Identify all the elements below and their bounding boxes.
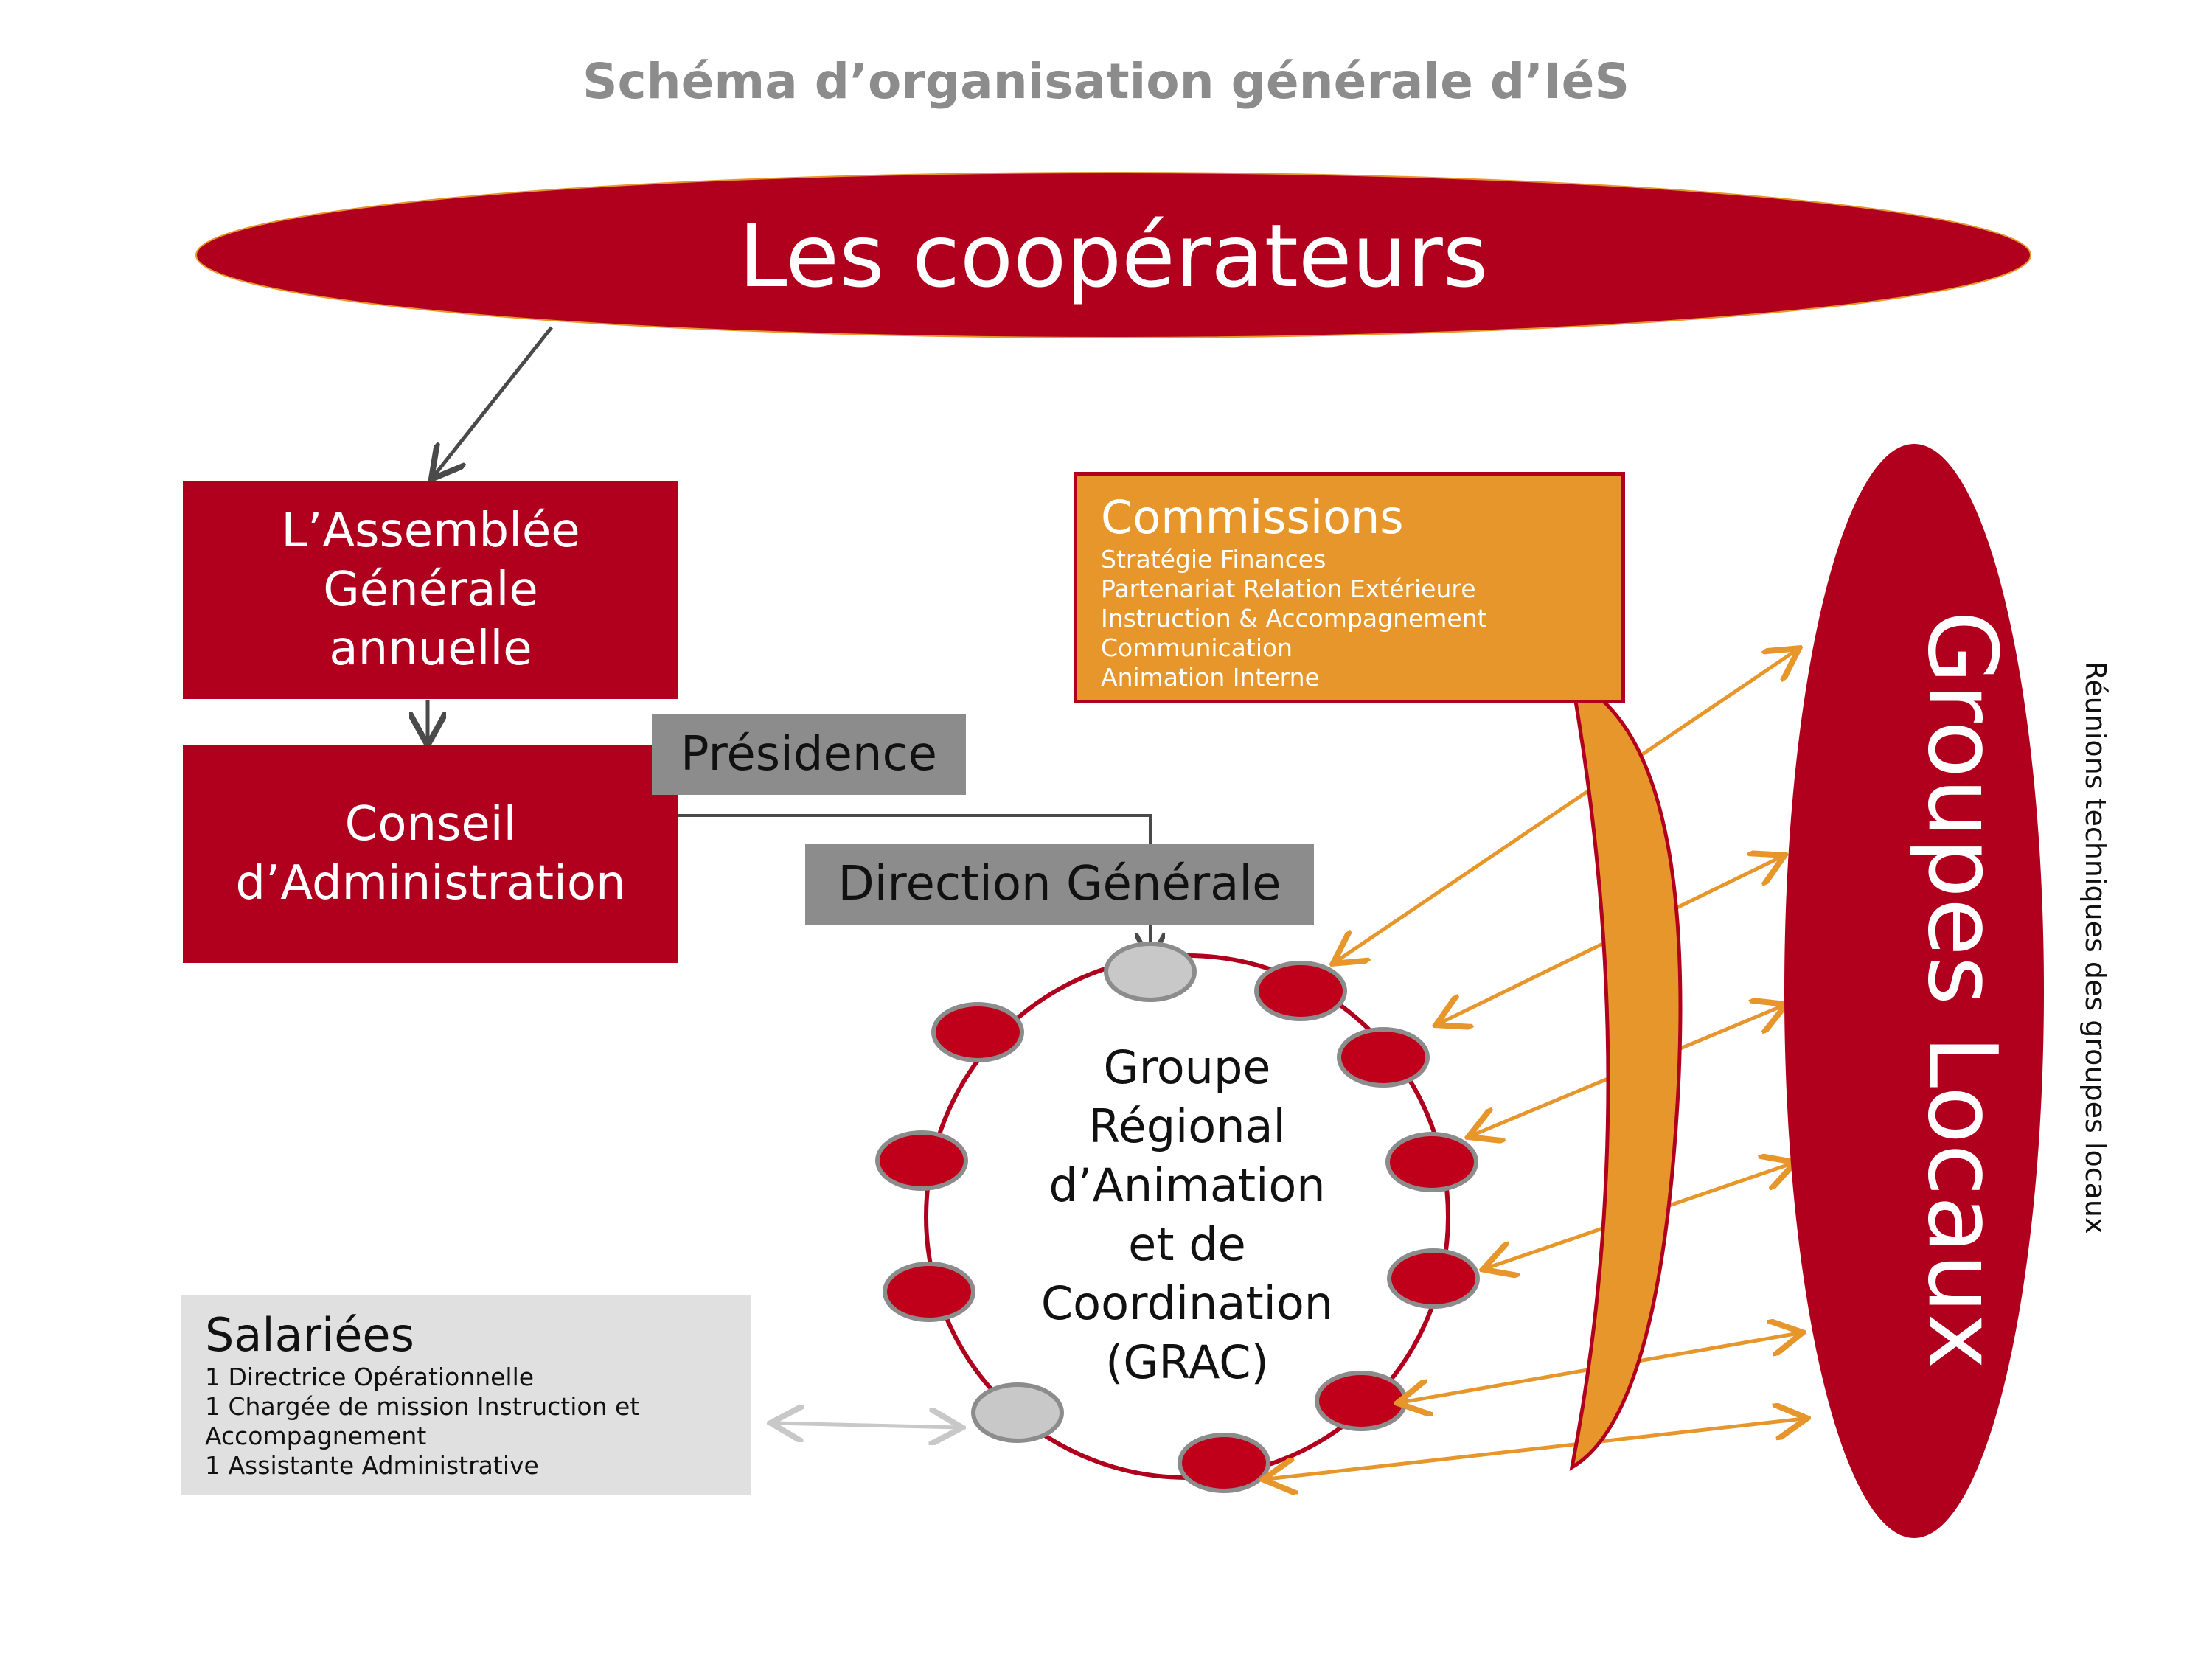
grac-node-red xyxy=(883,1262,975,1322)
cooperateurs-ellipse xyxy=(195,172,2031,338)
commission-item: Instruction & Accompagnement xyxy=(1101,604,1487,633)
salariees-box: Salariées 1 Directrice Opérationnelle 1 … xyxy=(181,1295,751,1495)
page-title: Schéma d’organisation générale d’IéS xyxy=(582,53,1630,110)
salariee-item: Accompagnement xyxy=(205,1422,427,1450)
grac-node-red xyxy=(875,1130,968,1191)
salariee-item: 1 Directrice Opérationnelle xyxy=(205,1363,535,1391)
grac-node-red xyxy=(931,1002,1024,1062)
grac-line-1: Groupe xyxy=(1103,1040,1271,1094)
commission-item: Partenariat Relation Extérieure xyxy=(1101,574,1476,603)
conseil-administration-box: Conseil d’Administration xyxy=(183,745,678,963)
grac-node-grey xyxy=(971,1382,1064,1443)
grac-node-red xyxy=(1178,1433,1270,1493)
salariee-item: 1 Chargée de mission Instruction et xyxy=(205,1392,640,1421)
direction-generale-label: Direction Générale xyxy=(805,844,1314,925)
cooperateurs-label: Les coopérateurs xyxy=(738,205,1489,307)
commissions-heading: Commissions xyxy=(1101,490,1404,544)
arrow-cooperateurs-to-assemblee xyxy=(434,326,553,476)
groupes-locaux-ellipse xyxy=(1784,444,2044,1538)
assemblee-line-1: L’Assemblée xyxy=(281,504,580,558)
commission-item: Communication xyxy=(1101,633,1293,662)
assemblee-generale-box: L’Assemblée Générale annuelle xyxy=(183,481,678,699)
grac-line-5: Coordination xyxy=(1040,1276,1334,1330)
commission-item: Stratégie Finances xyxy=(1101,545,1326,574)
reunions-crescent xyxy=(1569,676,1683,1471)
presidence-label: Présidence xyxy=(652,714,966,795)
arrow-salariees-grac xyxy=(774,1423,959,1427)
grac-node-red xyxy=(1337,1027,1430,1088)
grac-line-4: et de xyxy=(1128,1217,1246,1271)
salariees-heading: Salariées xyxy=(205,1308,414,1362)
grac-node-red xyxy=(1385,1132,1478,1192)
exchange-arrow xyxy=(1267,1419,1804,1479)
exchange-arrow xyxy=(1336,650,1796,961)
reunions-label: Réunions techniques des groupes locaux xyxy=(2079,661,2112,1234)
conseil-line-2: d’Administration xyxy=(235,856,626,911)
grac-label: Groupe Régional d’Animation et de Coordi… xyxy=(1003,1038,1371,1392)
grac-line-2: Régional xyxy=(1088,1099,1286,1153)
assemblee-line-2: Générale xyxy=(323,563,538,617)
grac-node-grey xyxy=(1104,942,1197,1002)
conseil-line-1: Conseil xyxy=(344,797,517,852)
commission-item: Animation Interne xyxy=(1101,663,1320,692)
grac-node-red xyxy=(1387,1248,1480,1309)
grac-node-red xyxy=(1254,961,1347,1021)
groupes-locaux-label: Groupes Locaux xyxy=(1907,611,2017,1369)
grac-line-3: d’Animation xyxy=(1048,1158,1326,1212)
commissions-box: Commissions Stratégie Finances Partenari… xyxy=(1074,472,1625,703)
grac-line-6: (GRAC) xyxy=(1105,1335,1269,1389)
salariee-item: 1 Assistante Administrative xyxy=(205,1451,539,1480)
assemblee-line-3: annuelle xyxy=(329,622,532,676)
